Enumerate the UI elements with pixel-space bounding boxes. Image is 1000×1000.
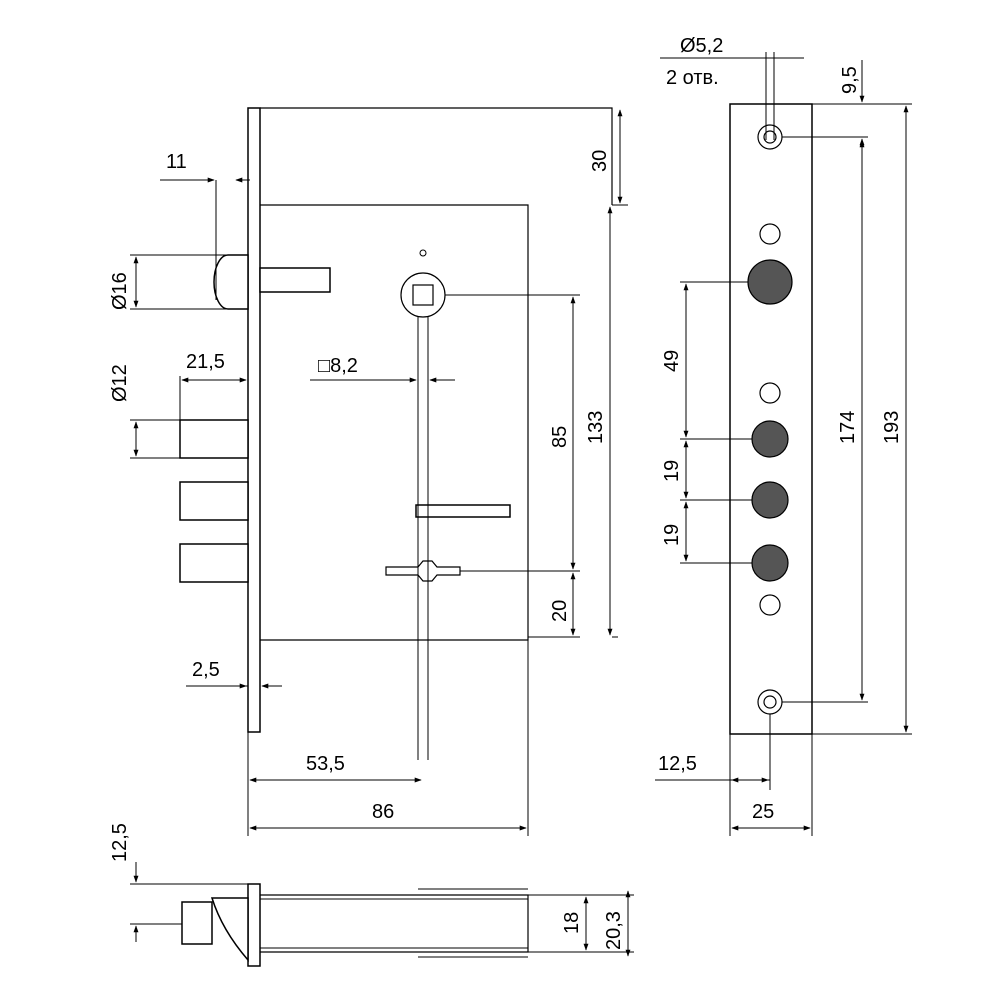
dim-20-3-text: 20,3 (603, 911, 625, 950)
slot-bar (415, 504, 511, 518)
dim-25-text: 25 (752, 801, 774, 823)
dim-18-text: 18 (561, 912, 583, 934)
dim-d12-text: Ø12 (109, 364, 131, 402)
hub-pin (419, 249, 427, 257)
dim-d16-text: Ø16 (109, 272, 131, 310)
deadbolt-2 (179, 481, 249, 521)
keyhole (385, 560, 461, 582)
latch-bolt (213, 254, 249, 310)
dim-21-5-text: 21,5 (186, 351, 225, 373)
side-view: Ø5,2 2 отв. 9,5 174 193 49 19 19 12,5 (655, 35, 912, 836)
latch-tail (259, 267, 331, 293)
dim-30-text: 30 (589, 150, 611, 172)
dim-193-text: 193 (881, 411, 903, 444)
dim-2-5-text: 2,5 (192, 659, 220, 681)
bolt-hole-1 (751, 420, 789, 458)
dim-12-5-bottom-text: 12,5 (109, 823, 131, 862)
deadbolt-3 (179, 543, 249, 583)
dim-53-5-text: 53,5 (306, 753, 345, 775)
dim-86-text: 86 (372, 801, 394, 823)
dim-19b-text: 19 (661, 524, 683, 546)
dim-9-5-text: 9,5 (839, 66, 861, 94)
dim-12-5-side-text: 12,5 (658, 753, 697, 775)
spindle-hub (400, 272, 446, 318)
dim-19a-text: 19 (661, 460, 683, 482)
bottom-view: 12,5 18 20,3 (109, 823, 634, 967)
spindle-square-hole (412, 284, 434, 306)
front-view: 11 Ø16 Ø12 21,5 □8,2 30 85 20 13 (109, 107, 628, 836)
deadbolt-1 (179, 419, 249, 459)
dim-square-text: □8,2 (318, 355, 358, 377)
dim-85-text: 85 (549, 426, 571, 448)
bolt-hole-2 (751, 481, 789, 519)
dim-20-text: 20 (549, 600, 571, 622)
dim-11-text: 11 (166, 151, 187, 173)
bottom-latch (181, 901, 213, 945)
bolt-hole-3 (751, 544, 789, 582)
dim-d5-2-text: Ø5,2 (680, 35, 723, 57)
latch-hole (747, 259, 793, 305)
front-case-outline (260, 107, 613, 641)
side-faceplate (729, 103, 813, 735)
dim-174-text: 174 (837, 411, 859, 444)
bottom-latch-bevel (210, 897, 249, 963)
bottom-faceplate (247, 883, 261, 967)
dim-holes-count-text: 2 отв. (666, 67, 719, 89)
dim-133-text: 133 (585, 411, 607, 444)
front-faceplate (247, 107, 261, 733)
bottom-case (260, 894, 529, 953)
dim-49-text: 49 (661, 350, 683, 372)
